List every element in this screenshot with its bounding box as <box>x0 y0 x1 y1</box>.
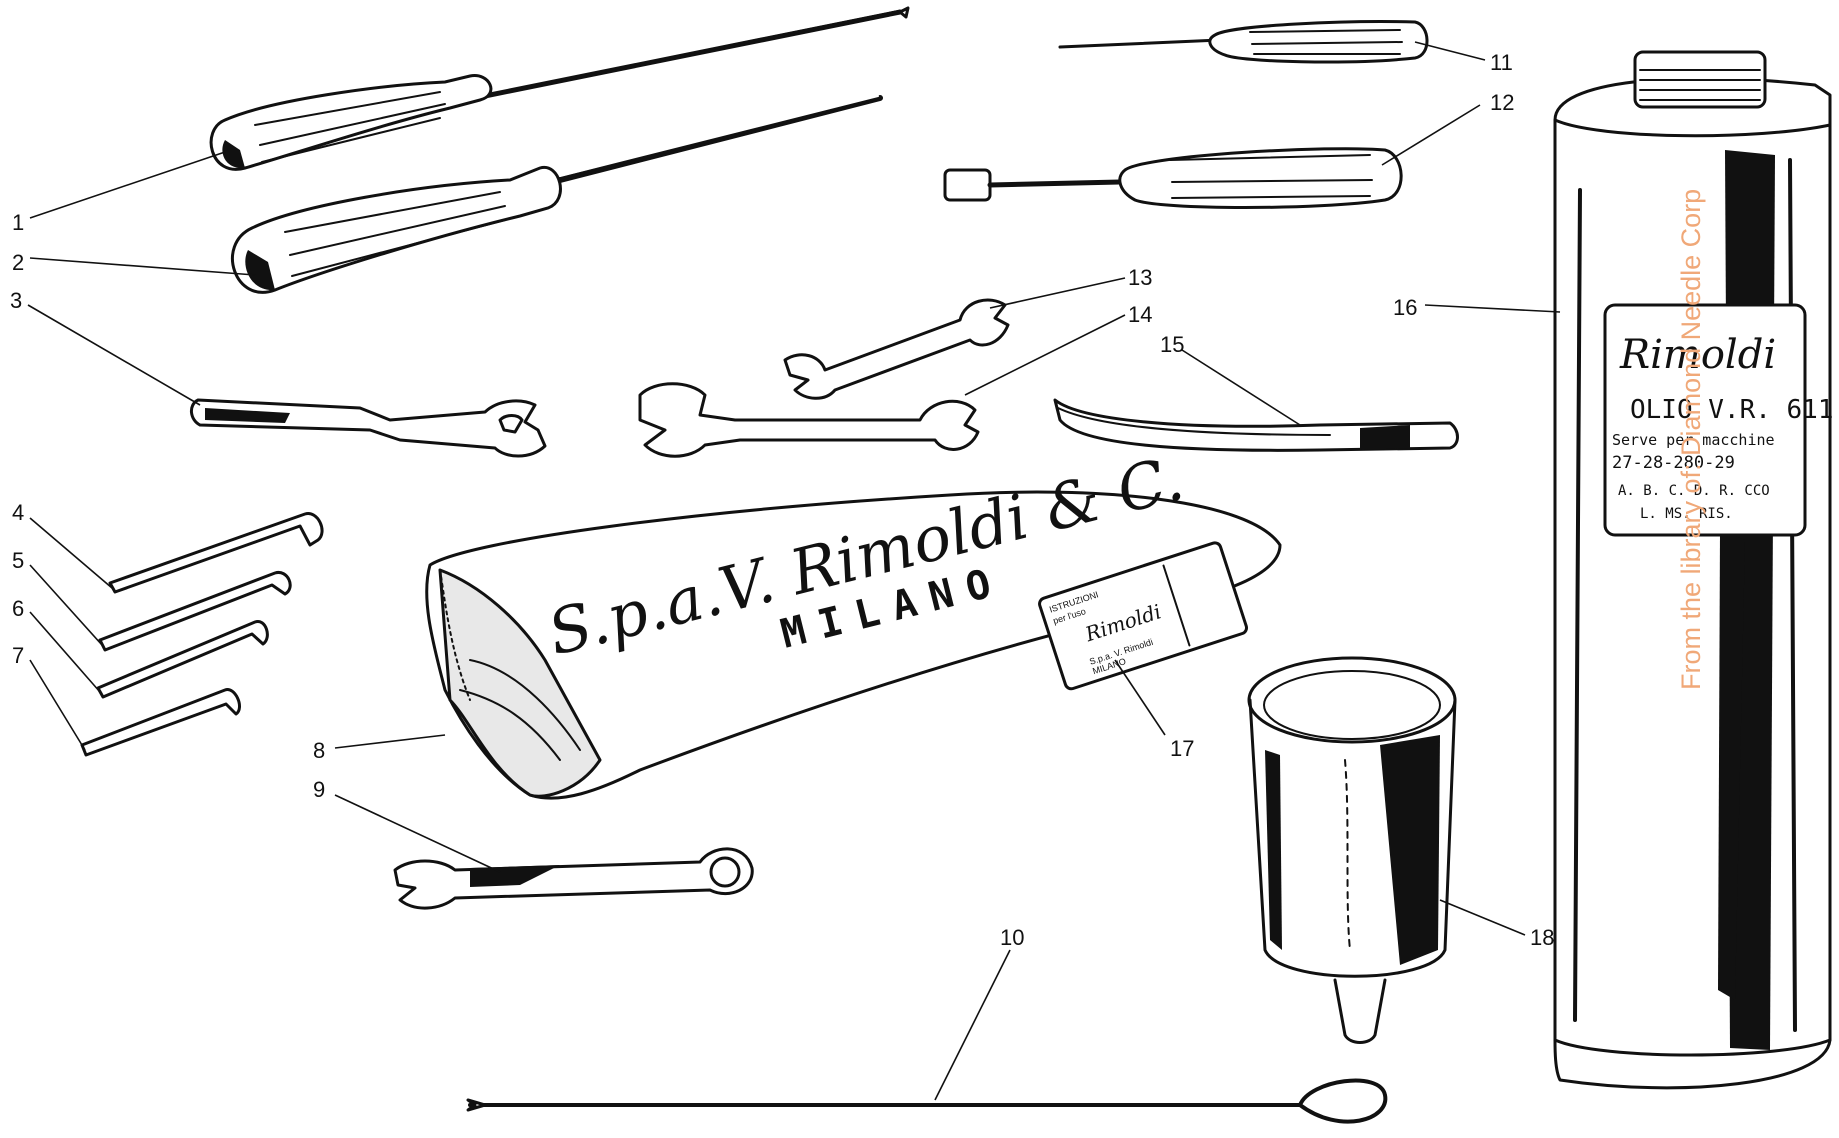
hex-key-5 <box>98 571 292 652</box>
watermark-text: From the library of: Diamond Needle Corp <box>1676 189 1706 690</box>
hook-rod-10 <box>466 1078 1388 1124</box>
oil-can-line1: Serve per macchine <box>1612 431 1775 449</box>
oil-can-product: OLIO V.R. 611 <box>1630 395 1834 425</box>
callout-1: 1 <box>12 210 24 235</box>
small-screwdriver-11 <box>1058 20 1429 64</box>
leader-lines <box>27 41 1561 1101</box>
oil-can-line4: L. MS. RIS. <box>1640 506 1733 522</box>
open-wrench-13 <box>783 298 1010 400</box>
callout-6: 6 <box>12 596 24 621</box>
callout-11: 11 <box>1490 50 1513 75</box>
callout-18: 18 <box>1530 925 1554 950</box>
oil-can-16: Rimoldi OLIO V.R. 611 Serve per macchine… <box>1553 50 1834 1090</box>
combination-wrench-9 <box>393 847 754 910</box>
callout-9: 9 <box>313 777 325 802</box>
hex-key-6 <box>96 620 269 699</box>
callout-16: 16 <box>1393 295 1417 320</box>
hex-key-7 <box>80 688 241 757</box>
screwdriver-1 <box>209 6 910 171</box>
callout-17: 17 <box>1170 736 1194 761</box>
callout-7: 7 <box>12 643 24 668</box>
oil-can-brand: Rimoldi <box>1619 332 1776 378</box>
oil-can-line3: A. B. C. D. R. CCO <box>1618 483 1770 499</box>
callout-5: 5 <box>12 548 24 573</box>
hex-key-4 <box>108 512 324 594</box>
callout-12: 12 <box>1490 90 1514 115</box>
double-wrench-14 <box>638 382 980 458</box>
callout-numbers: 1 2 3 4 5 6 7 8 9 10 11 12 13 14 15 16 1… <box>10 50 1554 950</box>
id-card-17: ISTRUZIONI per l'uso Rimoldi S.p.a. V. R… <box>1038 541 1248 691</box>
screwdriver-2 <box>231 95 883 294</box>
callout-14: 14 <box>1128 302 1152 327</box>
bent-wrench-3 <box>190 398 547 458</box>
callout-15: 15 <box>1160 332 1184 357</box>
funnel-cup-18 <box>1247 656 1457 1044</box>
oil-can-line2: 27-28-280-29 <box>1612 453 1735 473</box>
callout-8: 8 <box>313 738 325 763</box>
callout-3: 3 <box>10 288 22 313</box>
tweezers-15 <box>1053 398 1459 452</box>
nut-driver-12 <box>943 147 1403 209</box>
callout-2: 2 <box>12 250 24 275</box>
callout-10: 10 <box>1000 925 1024 950</box>
callout-4: 4 <box>12 500 24 525</box>
callout-13: 13 <box>1128 265 1152 290</box>
